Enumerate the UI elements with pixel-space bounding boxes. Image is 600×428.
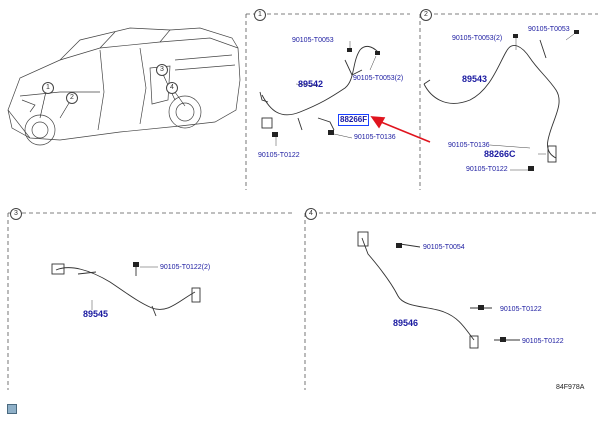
section-number-3: 3 — [10, 208, 22, 220]
bolts-s3 — [133, 262, 139, 267]
label-s1-t0053[interactable]: 90105-T0053 — [292, 37, 334, 44]
truck-callout-lines — [39, 69, 186, 119]
section-number-2: 2 — [420, 9, 432, 21]
red-arrow — [370, 116, 431, 143]
harness-89543 — [423, 39, 560, 163]
bolts-s2 — [513, 30, 579, 171]
section-borders — [7, 13, 598, 390]
truck-callout-2: 2 — [66, 92, 78, 104]
label-s4-t0122-b[interactable]: 90105-T0122 — [522, 338, 564, 345]
section-number-4: 4 — [305, 208, 317, 220]
label-s1-t0136[interactable]: 90105-T0136 — [354, 134, 396, 141]
truck-callout-1: 1 — [42, 82, 54, 94]
leaders-s2 — [489, 33, 575, 171]
part-number-89545[interactable]: 89545 — [83, 309, 109, 319]
label-s1-t0122[interactable]: 90105-T0122 — [258, 152, 300, 159]
leaders-s1 — [275, 41, 377, 146]
part-number-89542[interactable]: 89542 — [298, 79, 324, 89]
highlighted-part-88266f[interactable]: 88266F — [338, 114, 370, 126]
label-s2-t0122[interactable]: 90105-T0122 — [466, 166, 508, 173]
part-number-88266c[interactable]: 88266C — [484, 149, 516, 159]
harness-89542 — [259, 45, 379, 131]
label-s2-t0053[interactable]: 90105-T0053 — [528, 26, 570, 33]
leaders-s3 — [91, 266, 158, 310]
label-s4-t0122-a[interactable]: 90105-T0122 — [500, 306, 542, 313]
truck-callout-4: 4 — [166, 82, 178, 94]
section-number-1: 1 — [254, 9, 266, 21]
diagram-code: 84F978A — [556, 384, 585, 391]
truck-callout-3: 3 — [156, 64, 168, 76]
part-number-89543[interactable]: 89543 — [462, 74, 488, 84]
label-s4-t0054[interactable]: 90105-T0054 — [423, 244, 465, 251]
label-s2-t0053-2[interactable]: 90105-T0053(2) — [452, 35, 503, 42]
bolts-s1 — [272, 48, 380, 137]
label-s1-t0053-2[interactable]: 90105-T0053(2) — [353, 75, 404, 82]
label-s3-t0122-2[interactable]: 90105-T0122(2) — [160, 264, 211, 271]
bolts-s4 — [396, 243, 506, 342]
harness-89545 — [51, 263, 201, 317]
label-s2-t0136[interactable]: 90105-T0136 — [448, 142, 490, 149]
thumbnail-swatch[interactable] — [7, 404, 17, 414]
harness-89546 — [357, 231, 520, 349]
part-number-89546[interactable]: 89546 — [393, 318, 419, 328]
